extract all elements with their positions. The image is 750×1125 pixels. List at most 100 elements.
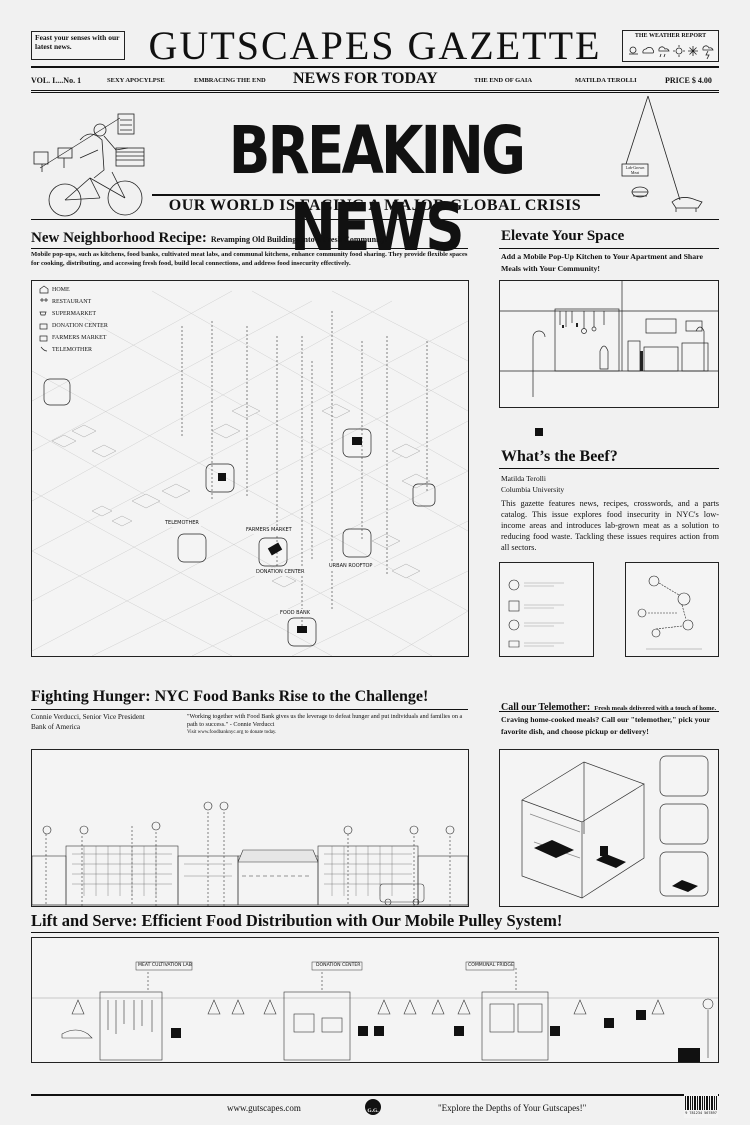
beef-diagram-left bbox=[499, 562, 594, 657]
footer-rule bbox=[31, 1094, 719, 1096]
lab-meat-process-steps bbox=[508, 579, 564, 648]
pulley-title: Lift and Serve: Efficient Food Distribut… bbox=[31, 911, 563, 930]
food-bank-streetscape bbox=[32, 801, 468, 906]
farmers-market-icon bbox=[39, 335, 48, 342]
bicycle-vendor-illustration bbox=[33, 113, 145, 217]
beef-affiliation: Columbia University bbox=[501, 485, 565, 494]
map-label-donation-center: DONATION CENTER bbox=[254, 568, 307, 576]
section-embracing-end: EMBRACING THE END bbox=[194, 77, 266, 84]
legend-farmers-market: FARMERS MARKET bbox=[52, 335, 107, 341]
rain-icon bbox=[658, 46, 670, 58]
pulley-rule bbox=[31, 932, 719, 933]
masthead-rule-top bbox=[31, 66, 719, 68]
home-icon bbox=[39, 285, 49, 294]
beef-title: What’s the Beef? bbox=[501, 448, 618, 465]
restaurant-icon bbox=[40, 298, 48, 302]
hunger-title: Fighting Hunger: NYC Food Banks Rise to … bbox=[31, 688, 429, 705]
footer-slogan: "Explore the Depths of Your Gutscapes!" bbox=[438, 1103, 587, 1113]
streetscape-panel bbox=[31, 749, 469, 907]
lab-meat-pulley-illustration bbox=[621, 95, 703, 212]
barcode-number: 9 781234 567897 bbox=[685, 1111, 717, 1115]
weather-report: THE WEATHER REPORT bbox=[622, 30, 719, 62]
infobar-rule-2 bbox=[31, 92, 719, 93]
elevate-rule bbox=[499, 248, 719, 249]
legend-donation-center: DONATION CENTER bbox=[52, 323, 108, 329]
legend-telemother: TELEMOTHER bbox=[52, 347, 92, 353]
hunger-rule bbox=[31, 709, 468, 710]
telemother-rule bbox=[499, 711, 719, 712]
footer-website[interactable]: www.gutscapes.com bbox=[227, 1103, 301, 1113]
beef-diagram-right bbox=[625, 562, 719, 657]
map-label-telemother: TELEMOTHER bbox=[163, 519, 201, 527]
map-legend: HOME RESTAURANT SUPERMARKET DONATION CEN… bbox=[52, 287, 108, 359]
barcode: 9 781234 567897 bbox=[684, 1094, 718, 1118]
isometric-neighborhood-map bbox=[32, 285, 468, 656]
section-sexy-apocalypse: SEXY APOCYLPSE bbox=[107, 77, 165, 84]
telemother-tagline: Fresh meals delivered with a touch of ho… bbox=[594, 705, 717, 712]
masthead-tagline: Feast your senses with our latest news. bbox=[35, 33, 120, 51]
neighborhood-heading: New Neighborhood Recipe: Revamping Old B… bbox=[31, 229, 388, 247]
map-label-farmers-market: FARMERS MARKET bbox=[244, 526, 294, 534]
pulley-label-donation-center: DONATION CENTER bbox=[316, 963, 361, 968]
banner-illustrations bbox=[33, 95, 703, 217]
breaking-news-subtitle: OUR WORLD IS FACING A MAJOR GLOBAL CRISI… bbox=[168, 197, 582, 214]
news-for-today: NEWS FOR TODAY bbox=[293, 70, 438, 87]
telemother-kitchen-cube bbox=[521, 755, 709, 899]
storm-icon bbox=[702, 45, 714, 60]
author-label: MATILDA TEROLLI bbox=[575, 77, 637, 84]
cloud-icon bbox=[642, 46, 655, 54]
telemother-panel bbox=[499, 749, 719, 907]
banner-bottom-rule bbox=[31, 219, 719, 220]
weather-icons bbox=[629, 45, 714, 60]
pulley-label-communal-fridge: COMMUNAL FRIDGE bbox=[468, 963, 514, 968]
neighborhood-rule bbox=[31, 248, 468, 249]
beef-author: Matilda Terolli bbox=[501, 474, 546, 483]
meat-tag: Lab-Grown Meat bbox=[625, 165, 645, 175]
popup-kitchen-section bbox=[500, 281, 718, 397]
kitchen-panel bbox=[499, 280, 719, 408]
telemother-title: Call our Telemother: bbox=[501, 702, 591, 713]
map-label-urban-rooftop: URBAN ROOFTOP bbox=[327, 562, 375, 570]
barcode-icon bbox=[685, 1096, 717, 1110]
pulley-label-meat-lab: MEAT CULTIVATION LAB bbox=[138, 963, 192, 968]
legend-restaurant: RESTAURANT bbox=[52, 299, 92, 305]
legend-supermarket: SUPERMARKET bbox=[52, 311, 97, 317]
snow-icon bbox=[688, 46, 698, 56]
hunger-byline-name: Connie Verducci, Senior Vice President bbox=[31, 713, 145, 721]
neighborhood-body: Mobile pop-ups, such as kitchens, food b… bbox=[31, 251, 468, 267]
tagline-box: Feast your senses with our latest news. bbox=[31, 31, 125, 60]
hunger-quote: "Working together with Food Bank gives u… bbox=[187, 713, 463, 728]
hunger-byline-org: Bank of America bbox=[31, 723, 81, 731]
kitchen-marker bbox=[535, 428, 543, 436]
donation-center-icon bbox=[39, 323, 48, 330]
supermarket-icon bbox=[39, 311, 47, 316]
telemother-body: Craving home-cooked meals? Call our "tel… bbox=[501, 715, 711, 736]
food-cycle-diagram bbox=[637, 575, 702, 650]
telemother-icon bbox=[40, 346, 48, 352]
section-end-of-gaia: THE END OF GAIA bbox=[474, 77, 533, 84]
legend-home: HOME bbox=[52, 287, 70, 293]
footer-logo-text: G.G. bbox=[367, 1108, 379, 1114]
sun-cloud-icon bbox=[629, 46, 638, 55]
sun-icon bbox=[673, 45, 685, 57]
hunger-donate-link[interactable]: Visit www.foodbanknyc.org to donate toda… bbox=[187, 730, 277, 735]
neighborhood-map-panel: HOME RESTAURANT SUPERMARKET DONATION CEN… bbox=[31, 280, 469, 657]
beef-body: This gazette features news, recipes, cro… bbox=[501, 499, 719, 552]
elevate-title: Elevate Your Space bbox=[501, 228, 625, 244]
neighborhood-subtitle: Revamping Old Buildings into a Fresh Com… bbox=[210, 235, 388, 244]
map-label-food-bank: FOOD BANK bbox=[278, 609, 313, 617]
breaking-news-title: BREAKING NEWS bbox=[228, 112, 526, 266]
telemother-heading: Call our Telemother: Fresh meals deliver… bbox=[501, 697, 716, 715]
weather-label: THE WEATHER REPORT bbox=[634, 33, 707, 39]
volume-label: VOL. I....No. 1 bbox=[31, 76, 82, 85]
infobar-rule bbox=[31, 90, 719, 91]
price-label: PRICE $ 4.00 bbox=[665, 76, 712, 85]
neighborhood-title: New Neighborhood Recipe: bbox=[31, 230, 207, 246]
mobile-pulley-system-section bbox=[32, 961, 718, 1062]
footer-logo: G.G. bbox=[365, 1099, 381, 1115]
masthead-title: GUTSCAPES GAZETTE bbox=[148, 23, 602, 68]
elevate-body: Add a Mobile Pop-Up Kitchen to Your Apar… bbox=[501, 252, 703, 273]
beef-rule bbox=[499, 468, 719, 469]
pulley-panel: MEAT CULTIVATION LAB DONATION CENTER COM… bbox=[31, 937, 719, 1063]
banner-subtitle-rule bbox=[152, 194, 600, 196]
